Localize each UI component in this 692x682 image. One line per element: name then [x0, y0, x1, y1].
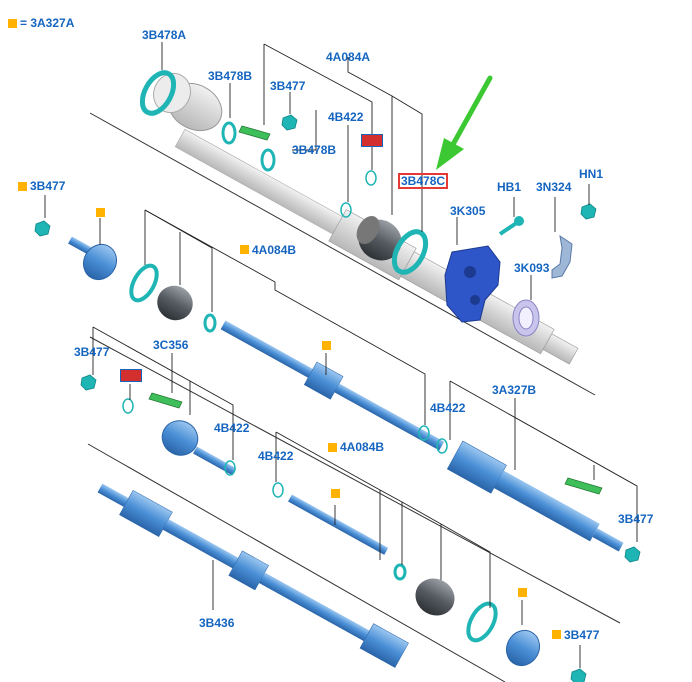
- middle-shaft-assembly: [68, 236, 445, 451]
- marker-square: [552, 630, 561, 639]
- label-4b422[interactable]: 4B422: [430, 401, 466, 415]
- marker-square: [18, 182, 27, 191]
- label-3c356[interactable]: 3C356: [153, 338, 189, 352]
- label-3b477[interactable]: 3B477: [564, 628, 600, 642]
- clip-3n324: [551, 234, 573, 279]
- label-3b477[interactable]: 3B477: [618, 512, 654, 526]
- label-4b422[interactable]: 4B422: [258, 449, 294, 463]
- bottom-shaft-assembly: [97, 483, 540, 668]
- label-4b422[interactable]: 4B422: [328, 110, 364, 124]
- marker-legend-square: [8, 19, 17, 28]
- grease-packs: [148, 125, 603, 495]
- legend: = 3A327A: [20, 16, 75, 30]
- label-3b478b[interactable]: 3B478B: [292, 143, 337, 157]
- lower-left-assembly: [161, 420, 389, 555]
- divider-lines: [87, 112, 621, 682]
- seal-rings: [129, 70, 498, 643]
- label-3k305[interactable]: 3K305: [450, 204, 486, 218]
- label-4a084a[interactable]: 4A084A: [326, 50, 371, 64]
- nuts: [34, 114, 641, 682]
- marker-square: [240, 245, 249, 254]
- marker-square: [322, 341, 331, 350]
- label-3b478a[interactable]: 3B478A: [142, 28, 187, 42]
- green-arrow: [436, 75, 493, 170]
- marker-square: [328, 443, 337, 452]
- marker-square: [518, 588, 527, 597]
- label-3a327b[interactable]: 3A327B: [492, 383, 537, 397]
- label-4a084b[interactable]: 4A084B: [252, 243, 297, 257]
- label-4b422[interactable]: 4B422: [214, 421, 250, 435]
- label-3b477[interactable]: 3B477: [30, 179, 66, 193]
- label-3b478b[interactable]: 3B478B: [208, 69, 253, 83]
- bolt-hb1: [498, 216, 524, 236]
- label-4a084b[interactable]: 4A084B: [340, 440, 385, 454]
- snap-rings: [122, 170, 448, 498]
- label-3b478c-highlighted[interactable]: 3B478C: [398, 173, 449, 189]
- label-3n324[interactable]: 3N324: [536, 180, 572, 194]
- red-reference-tag: [361, 134, 383, 147]
- label-hb1[interactable]: HB1: [497, 180, 522, 194]
- label-3b477[interactable]: 3B477: [74, 345, 110, 359]
- marker-square: [331, 489, 340, 498]
- marker-square: [96, 208, 105, 217]
- bearing-bracket: [444, 245, 501, 323]
- inner-shaft-3a327b: [446, 440, 624, 552]
- label-hn1[interactable]: HN1: [579, 167, 604, 181]
- label-3b436[interactable]: 3B436: [199, 616, 235, 630]
- label-3k093[interactable]: 3K093: [514, 261, 550, 275]
- red-reference-tag: [120, 369, 142, 382]
- label-3b477[interactable]: 3B477: [270, 79, 306, 93]
- leader-lines: [44, 42, 638, 668]
